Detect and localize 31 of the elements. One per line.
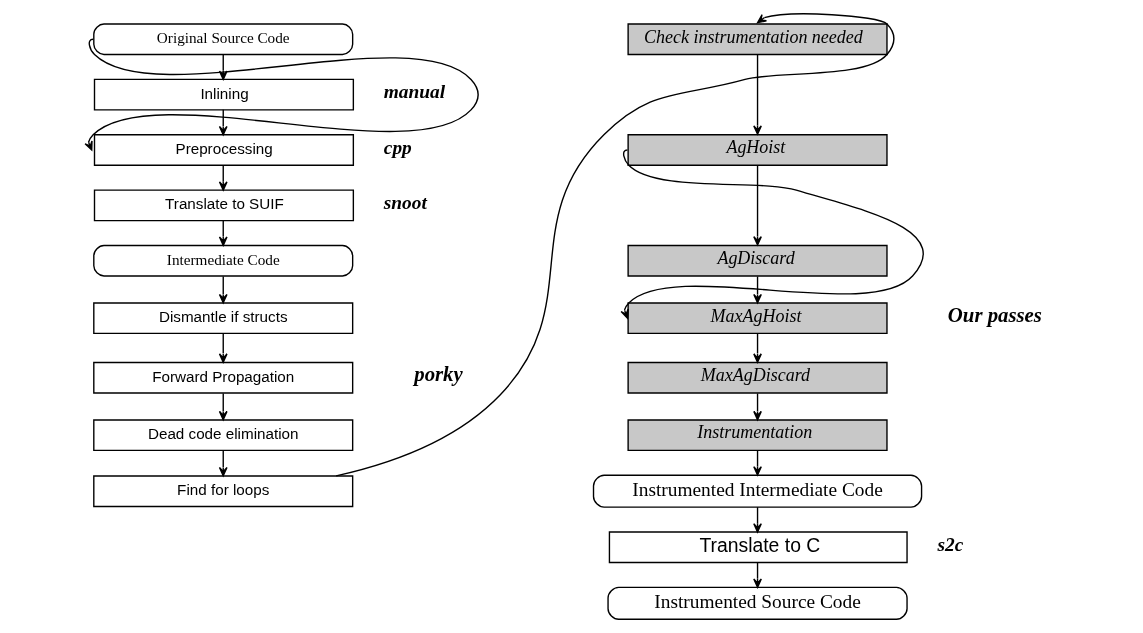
label: Our passes xyxy=(947,303,1042,326)
arrow xyxy=(84,38,479,151)
label: porky xyxy=(414,363,463,386)
node-box: MaxAgHoist xyxy=(627,302,888,335)
arrow xyxy=(620,149,924,319)
node-box: Instrumentation xyxy=(627,419,888,452)
node-box: AgHoist xyxy=(627,134,888,166)
node-box: Instrumented Source Code xyxy=(607,586,908,620)
node-box: Translate to C xyxy=(608,531,908,564)
node-label: manual xyxy=(383,81,446,103)
node-box: Inlining xyxy=(93,78,355,111)
node-box: Translate to SUIF xyxy=(93,189,355,222)
node-label: snoot xyxy=(383,192,427,214)
node-box: MaxAgDiscard xyxy=(627,361,888,394)
node-box: Forward Propagation xyxy=(93,361,354,394)
node-box: AgDiscard xyxy=(627,244,888,277)
node-box: Original Source Code xyxy=(93,23,354,56)
arrow xyxy=(218,333,228,363)
node-box: Check instrumentation needed xyxy=(627,23,888,56)
node-box: Instrumented Intermediate Code xyxy=(592,474,923,508)
arrow xyxy=(753,54,762,135)
node-box: Dismantle if structs xyxy=(93,302,354,335)
node-box: Preprocessing xyxy=(93,134,355,166)
node-box: Intermediate Code xyxy=(93,244,354,277)
node-box: Find for loops xyxy=(93,475,354,508)
arrow xyxy=(335,13,895,477)
node-label: cpp xyxy=(383,136,412,158)
node-box: Dead code elimination xyxy=(93,419,354,452)
arrow xyxy=(753,333,762,363)
node-label: s2c xyxy=(937,534,964,556)
arrow xyxy=(753,164,762,246)
